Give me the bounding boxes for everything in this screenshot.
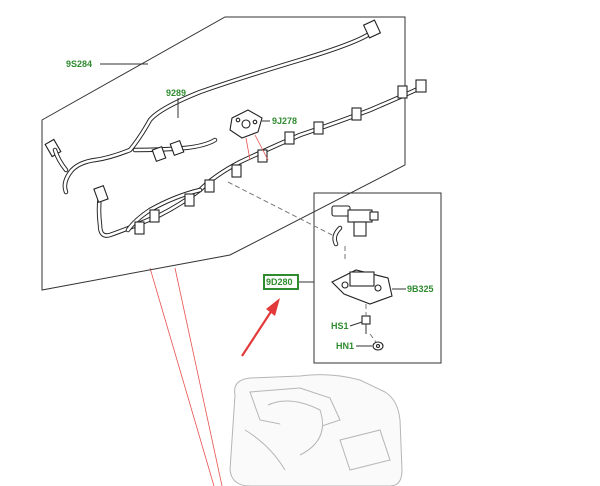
detail-connector	[331, 205, 379, 247]
connection-dash-lines	[227, 181, 377, 343]
fuel-harness	[44, 19, 382, 195]
label-9s284: 9S284	[66, 59, 92, 69]
detail-bracket	[331, 269, 393, 305]
label-hn1: HN1	[336, 341, 354, 351]
detail-panel-outline	[313, 192, 442, 364]
fuel-tube	[132, 137, 218, 163]
highlight-box-assembly	[263, 274, 299, 290]
detail-screw	[361, 315, 371, 334]
fuel-tank-ghost	[229, 374, 403, 486]
lower-harness	[93, 79, 427, 238]
detail-nut	[372, 341, 384, 351]
red-arrow	[241, 298, 280, 357]
main-panel-outline	[41, 16, 406, 291]
label-9j278: 9J278	[272, 116, 297, 126]
label-9d280[interactable]: 9D280	[266, 277, 293, 287]
label-9289: 9289	[166, 88, 186, 98]
label-leaders	[100, 63, 406, 347]
label-9b325: 9B325	[407, 284, 434, 294]
sensor-part	[229, 109, 269, 161]
red-leader-lines	[149, 267, 223, 486]
label-hs1: HS1	[331, 321, 349, 331]
